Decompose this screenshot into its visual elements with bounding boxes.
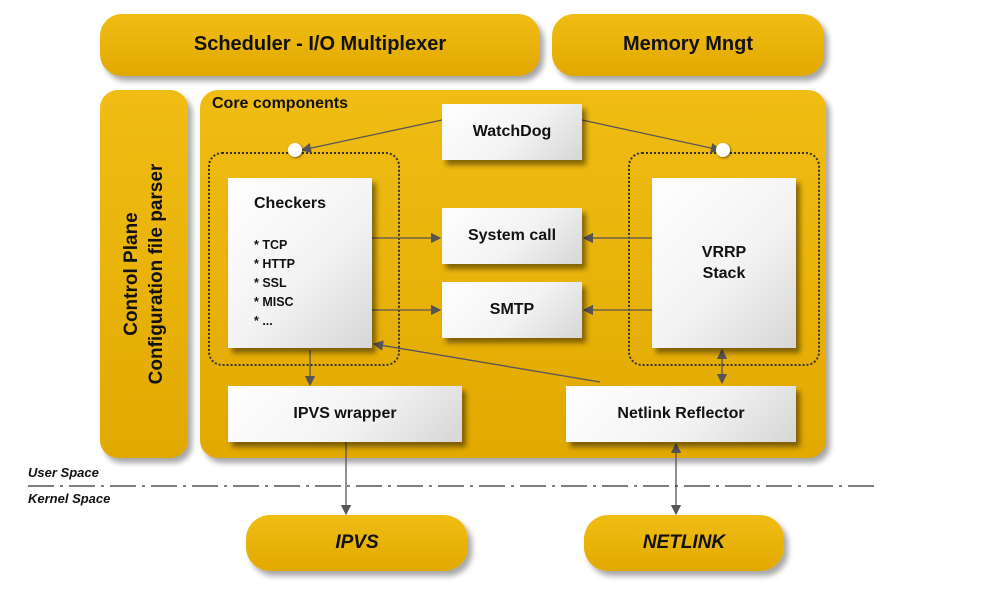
checker-item: * MISC bbox=[254, 295, 294, 309]
vrrp-box: VRRP Stack bbox=[652, 178, 796, 348]
stack-label: Stack bbox=[702, 265, 746, 282]
watchdog-box: WatchDog bbox=[442, 104, 582, 160]
smtp-box: SMTP bbox=[442, 282, 582, 338]
watchdog-label: WatchDog bbox=[472, 123, 552, 140]
memory-label: Memory Mngt bbox=[623, 33, 753, 55]
netlink-label: NETLINK bbox=[642, 532, 726, 553]
checker-item: * HTTP bbox=[254, 257, 295, 271]
ipvs-wrapper-label: IPVS wrapper bbox=[293, 405, 397, 422]
core-title: Core components bbox=[212, 95, 349, 112]
checkers-box: Checkers * TCP * HTTP * SSL * MISC * ... bbox=[228, 178, 372, 348]
watchdog-to-checkers-arrow bbox=[300, 119, 443, 154]
memory-bar: Memory Mngt bbox=[552, 14, 824, 76]
system-call-label: System call bbox=[467, 227, 557, 244]
scheduler-label: Scheduler - I/O Multiplexer bbox=[193, 33, 447, 55]
scheduler-bar: Scheduler - I/O Multiplexer bbox=[100, 14, 540, 76]
netlink-reflector-box: Netlink Reflector bbox=[566, 386, 796, 442]
checkers-title: Checkers bbox=[254, 195, 327, 212]
watchdog-to-vrrp-arrow bbox=[581, 119, 722, 154]
system-call-box: System call bbox=[442, 208, 582, 264]
user-space-label: User Space bbox=[28, 465, 99, 480]
ipvs-wrapper-box: IPVS wrapper bbox=[228, 386, 462, 442]
ipvs-box: IPVS bbox=[246, 515, 468, 571]
vrrp-label: VRRP bbox=[701, 244, 747, 261]
smtp-label: SMTP bbox=[489, 301, 535, 318]
reflector-to-checkers-arrow bbox=[372, 340, 601, 383]
netlink-box: NETLINK bbox=[584, 515, 784, 571]
checker-item: * TCP bbox=[254, 238, 288, 252]
kernel-space-label: Kernel Space bbox=[28, 491, 111, 506]
checker-item: * ... bbox=[254, 314, 273, 328]
checkers-socket bbox=[288, 143, 302, 157]
control-plane-bar: Control Plane Configuration file parser bbox=[100, 90, 188, 458]
checker-item: * SSL bbox=[254, 276, 287, 290]
netlink-reflector-label: Netlink Reflector bbox=[617, 405, 745, 422]
ipvs-label: IPVS bbox=[335, 532, 379, 553]
checkers-list: * TCP * HTTP * SSL * MISC * ... bbox=[254, 236, 295, 331]
vrrp-socket bbox=[716, 143, 730, 157]
